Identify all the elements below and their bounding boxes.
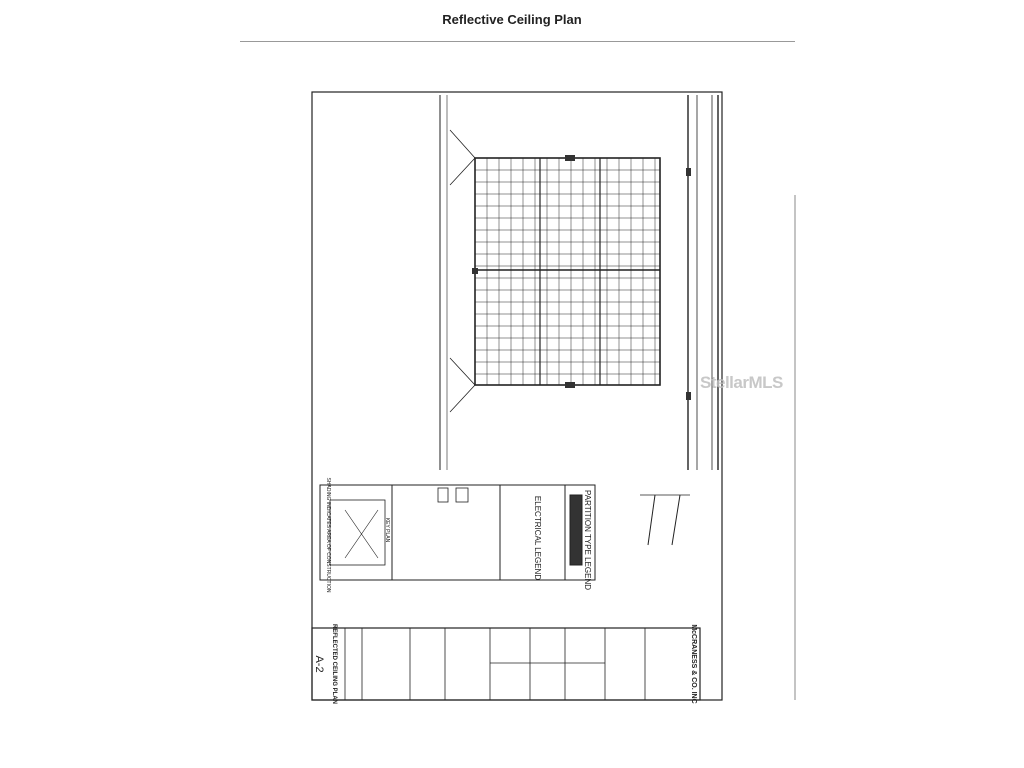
partition-legend-title: PARTITION TYPE LEGEND xyxy=(583,490,592,590)
watermark: StellarMLS xyxy=(700,373,783,392)
legend-block xyxy=(391,484,596,581)
ceiling-grid-area xyxy=(474,157,661,386)
firm-name: McCRANESS & CO. INC xyxy=(690,624,697,703)
title-block xyxy=(311,627,701,701)
sheet-number: A-2 xyxy=(313,655,325,672)
sheet-title: REFLECTED CEILING PLAN xyxy=(331,624,337,704)
page-title: Reflective Ceiling Plan xyxy=(442,12,582,27)
electrical-legend-title: ELECTRICAL LEGEND xyxy=(533,496,542,580)
key-plan-title: KEY PLAN xyxy=(384,518,390,543)
title-divider xyxy=(240,41,795,42)
key-plan-note: SHADING INDICATES AREA OF CONSTRUCTION xyxy=(325,478,331,593)
